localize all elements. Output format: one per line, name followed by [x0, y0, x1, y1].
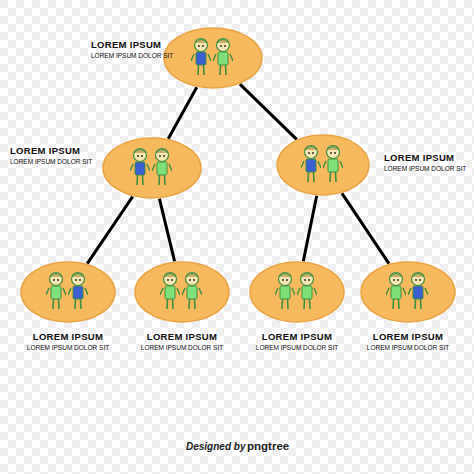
kids-ellipse: LOREM IPSUMLOREM IPSUM DOLOR SIT — [249, 261, 345, 323]
ellipse-shape — [134, 261, 230, 323]
tree-connector — [87, 197, 132, 264]
tree-connector — [168, 87, 196, 138]
kid-figure — [130, 149, 150, 186]
node-caption: LOREM IPSUMLOREM IPSUM DOLOR SIT — [384, 152, 466, 173]
ellipse-shape — [102, 137, 202, 199]
node-subtitle: LOREM IPSUM DOLOR SIT — [384, 164, 466, 173]
ellipse-fill — [21, 262, 115, 322]
kid-figure — [182, 273, 202, 310]
kid-figure — [408, 273, 428, 310]
kid-figure — [386, 273, 406, 310]
node-caption: LOREM IPSUMLOREM IPSUM DOLOR SIT — [10, 145, 92, 166]
node-caption: LOREM IPSUMLOREM IPSUM DOLOR SIT — [256, 331, 338, 352]
ellipse-fill — [164, 28, 262, 88]
tree-connector — [342, 193, 389, 263]
node-subtitle: LOREM IPSUM DOLOR SIT — [91, 51, 173, 60]
kid-figure — [323, 146, 343, 183]
ellipse-fill — [250, 262, 344, 322]
kids-ellipse: LOREM IPSUMLOREM IPSUM DOLOR SIT — [163, 27, 263, 89]
kid-figure — [68, 273, 88, 310]
node-caption: LOREM IPSUMLOREM IPSUM DOLOR SIT — [367, 331, 449, 352]
credit-text: pngtree — [247, 440, 289, 452]
ellipse-shape — [360, 261, 456, 323]
kids-ellipse: LOREM IPSUMLOREM IPSUM DOLOR SIT — [360, 261, 456, 323]
node-heading: LOREM IPSUM — [141, 331, 223, 343]
ellipse-shape — [276, 134, 370, 196]
node-heading: LOREM IPSUM — [10, 145, 92, 157]
node-heading: LOREM IPSUM — [367, 331, 449, 343]
node-caption: LOREM IPSUMLOREM IPSUM DOLOR SIT — [141, 331, 223, 352]
node-subtitle: LOREM IPSUM DOLOR SIT — [10, 157, 92, 166]
kids-ellipse: LOREM IPSUMLOREM IPSUM DOLOR SIT — [20, 261, 116, 323]
node-subtitle: LOREM IPSUM DOLOR SIT — [27, 343, 109, 352]
tree-connector — [303, 196, 316, 262]
node-caption: LOREM IPSUMLOREM IPSUM DOLOR SIT — [27, 331, 109, 352]
node-subtitle: LOREM IPSUM DOLOR SIT — [141, 343, 223, 352]
kid-figure — [297, 273, 317, 310]
credit-text: Designed by — [186, 441, 245, 452]
ellipse-fill — [361, 262, 455, 322]
kid-figure — [191, 39, 211, 76]
ellipse-shape — [163, 27, 263, 89]
ellipse-shape — [249, 261, 345, 323]
ellipse-fill — [277, 135, 369, 195]
kid-figure — [275, 273, 295, 310]
node-heading: LOREM IPSUM — [256, 331, 338, 343]
kid-figure — [160, 273, 180, 310]
ellipse-shape — [20, 261, 116, 323]
kid-figure — [213, 39, 233, 76]
kids-ellipse: LOREM IPSUMLOREM IPSUM DOLOR SIT — [276, 134, 370, 196]
kid-figure — [152, 149, 172, 186]
node-caption: LOREM IPSUMLOREM IPSUM DOLOR SIT — [91, 39, 173, 60]
ellipse-fill — [103, 138, 201, 198]
tree-connector — [240, 84, 297, 139]
kids-ellipse: LOREM IPSUMLOREM IPSUM DOLOR SIT — [102, 137, 202, 199]
kid-figure — [46, 273, 66, 310]
tree-connector — [159, 199, 174, 262]
node-heading: LOREM IPSUM — [91, 39, 173, 51]
kids-ellipse: LOREM IPSUMLOREM IPSUM DOLOR SIT — [134, 261, 230, 323]
kid-figure — [301, 146, 321, 183]
node-subtitle: LOREM IPSUM DOLOR SIT — [367, 343, 449, 352]
node-heading: LOREM IPSUM — [27, 331, 109, 343]
node-heading: LOREM IPSUM — [384, 152, 466, 164]
ellipse-fill — [135, 262, 229, 322]
node-subtitle: LOREM IPSUM DOLOR SIT — [256, 343, 338, 352]
